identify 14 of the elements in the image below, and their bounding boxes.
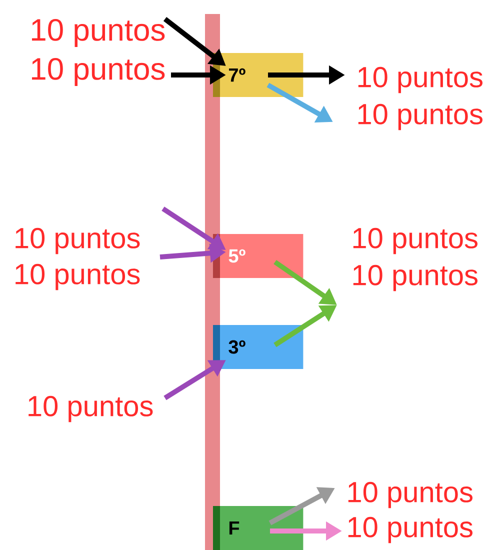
points-label: 10 puntos [16,228,140,254]
points-label: 10 puntos [32,18,165,48]
points-label: 10 puntos [348,482,472,508]
points-label: 10 puntos [353,228,478,254]
points-label: 10 puntos [353,264,478,292]
points-label: 10 puntos [28,396,153,422]
points-label: 10 puntos [358,66,482,94]
rank-box: F [213,506,304,550]
points-label: 10 puntos [32,58,165,86]
points-label: 10 puntos [348,516,472,544]
points-label: 10 puntos [358,104,482,130]
rank-box: 5º [213,234,304,278]
points-label: 10 puntos [16,264,140,290]
rank-box: 3º [213,325,304,369]
